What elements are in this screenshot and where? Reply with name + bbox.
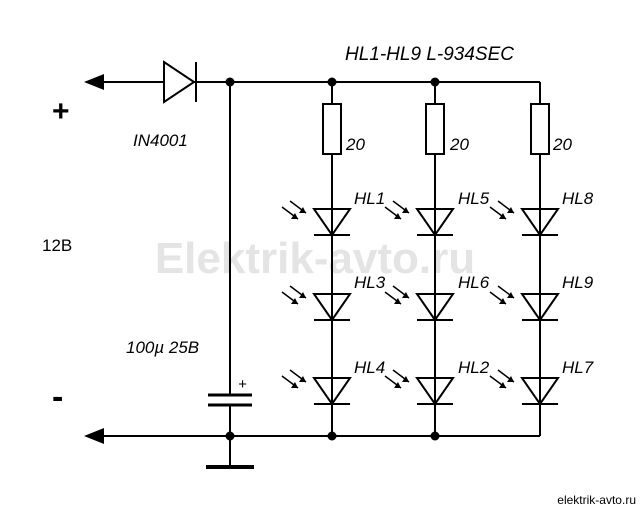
led-hl6-icon	[384, 285, 454, 321]
led-label-hl4: HL4	[354, 358, 385, 377]
watermark-text: Elektrik-avto.ru	[155, 234, 475, 283]
diode-symbol	[163, 60, 197, 104]
led-hl2-icon	[384, 369, 454, 405]
capacitor-label: 100µ 25B	[126, 338, 199, 357]
resistor-1	[322, 103, 342, 155]
corner-watermark: elektrik-avto.ru	[557, 493, 636, 507]
minus-output-arrow-icon	[84, 428, 104, 444]
led-hl8-icon	[489, 200, 559, 236]
led-hl1-icon	[281, 200, 351, 236]
led-label-hl8: HL8	[562, 189, 594, 208]
voltage-label: 12B	[42, 236, 72, 255]
led-label-hl9: HL9	[562, 273, 594, 292]
led-label-hl3: HL3	[354, 273, 386, 292]
led-label-hl5: HL5	[458, 189, 490, 208]
capacitor-polarity-label: +	[238, 376, 247, 393]
resistor-2	[425, 103, 445, 155]
led-hl4-icon	[281, 369, 351, 405]
diode-label: IN4001	[133, 131, 188, 150]
resistor-3	[530, 103, 550, 155]
led-label-hl6: HL6	[458, 273, 490, 292]
led-label-hl7: HL7	[562, 358, 594, 377]
resistor-2-value: 20	[449, 135, 469, 154]
junction-dots	[225, 77, 440, 441]
plus-output-arrow-icon	[84, 74, 104, 90]
led-label-hl1: HL1	[354, 189, 385, 208]
minus-terminal-label: -	[52, 378, 63, 416]
led-label-hl2: HL2	[458, 358, 490, 377]
plus-terminal-label: +	[52, 95, 70, 128]
resistor-1-value: 20	[345, 135, 365, 154]
led-hl5-icon	[384, 200, 454, 236]
resistor-3-value: 20	[552, 135, 572, 154]
led-hl3-icon	[281, 285, 351, 321]
part-label: HL1-HL9 L-934SEC	[345, 44, 514, 65]
led-hl7-icon	[489, 369, 559, 405]
led-hl9-icon	[489, 285, 559, 321]
